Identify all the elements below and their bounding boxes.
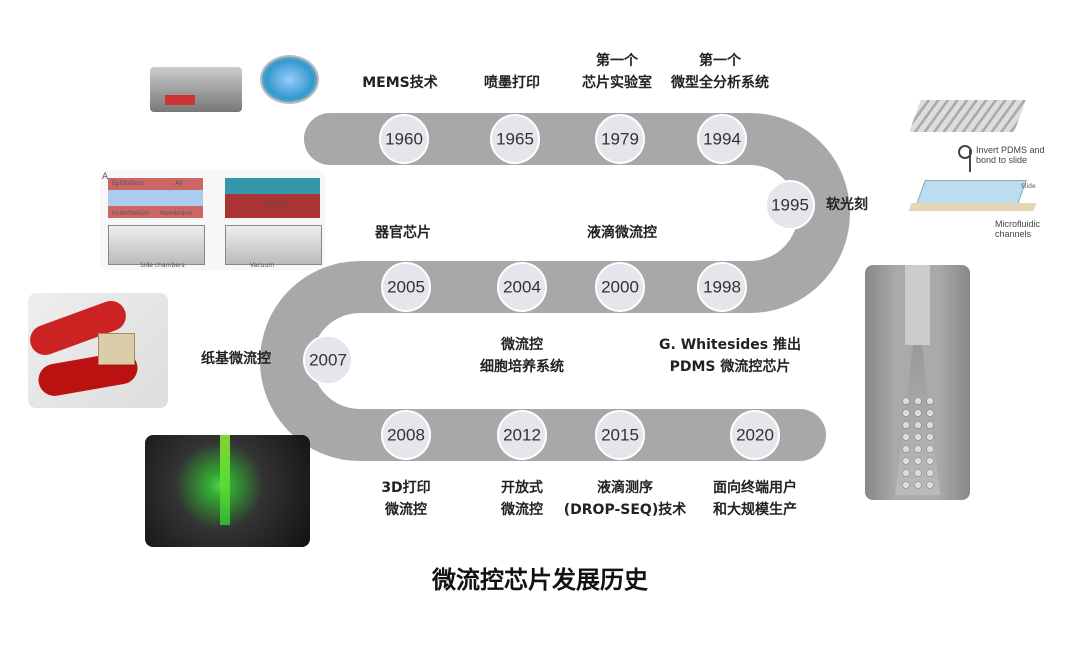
milestone-label-1965: 喷墨打印 bbox=[484, 75, 540, 91]
image-label: Vacuum bbox=[250, 262, 275, 269]
image-label: Slide bbox=[1021, 183, 1036, 190]
milestone-node-2007: 2007 bbox=[303, 335, 353, 385]
year-label: 2000 bbox=[601, 278, 639, 297]
milestone-node-1979: 1979 bbox=[595, 114, 645, 164]
image-label: Invert PDMS and bond to slide bbox=[976, 145, 1045, 165]
year-circle bbox=[497, 410, 547, 460]
year-label: 2012 bbox=[503, 426, 541, 445]
year-circle bbox=[379, 114, 429, 164]
year-label: 1965 bbox=[496, 130, 534, 149]
year-label: 2005 bbox=[387, 278, 425, 297]
milestone-label-2008: 3D打印微流控 bbox=[381, 480, 431, 518]
image-label: Air bbox=[175, 180, 184, 187]
paper-microfluidic-image bbox=[28, 293, 168, 408]
organ-on-chip-image: A Epithelium Air Endothelium Membrane St… bbox=[100, 170, 325, 270]
year-label: 2015 bbox=[601, 426, 639, 445]
milestone-label-2005: 器官芯片 bbox=[375, 225, 431, 241]
year-label: 1998 bbox=[703, 278, 741, 297]
year-circle bbox=[765, 180, 815, 230]
milestone-label-2007: 纸基微流控 bbox=[201, 351, 271, 367]
year-circle bbox=[730, 410, 780, 460]
milestone-node-2015: 2015 bbox=[595, 410, 645, 460]
image-label: Microfluidic channels bbox=[995, 219, 1041, 239]
year-circle bbox=[303, 335, 353, 385]
milestone-label-2012: 开放式微流控 bbox=[501, 480, 543, 518]
droplet-channel-image bbox=[865, 265, 970, 500]
image-label: Epithelium bbox=[112, 180, 145, 187]
year-circle bbox=[595, 410, 645, 460]
milestone-node-2000: 2000 bbox=[595, 262, 645, 312]
milestone-label-1979: 第一个芯片实验室 bbox=[582, 53, 652, 91]
inkjet-printer-image bbox=[150, 55, 320, 120]
milestone-node-2005: 2005 bbox=[381, 262, 431, 312]
year-circle bbox=[381, 262, 431, 312]
milestone-label-2004: 微流控细胞培养系统 bbox=[480, 337, 564, 375]
image-label: Stretch bbox=[265, 200, 287, 207]
milestone-label-1995: 软光刻 bbox=[826, 197, 868, 213]
milestone-node-2020: 2020 bbox=[730, 410, 780, 460]
year-label: 1979 bbox=[601, 130, 639, 149]
year-circle bbox=[490, 114, 540, 164]
milestone-label-1960: MEMS技术 bbox=[362, 75, 438, 91]
year-circle bbox=[697, 262, 747, 312]
year-label: 2008 bbox=[387, 426, 425, 445]
milestone-label-2015: 液滴测序(DROP-SEQ)技术 bbox=[563, 480, 687, 518]
image-label: Endothelium bbox=[112, 210, 150, 217]
year-label: 1995 bbox=[771, 196, 809, 215]
milestone-node-1998: 1998 bbox=[697, 262, 747, 312]
milestone-node-2008: 2008 bbox=[381, 410, 431, 460]
timeline-road bbox=[260, 113, 850, 461]
milestone-node-2012: 2012 bbox=[497, 410, 547, 460]
year-label: 2007 bbox=[309, 351, 347, 370]
year-circle bbox=[595, 262, 645, 312]
year-label: 2020 bbox=[736, 426, 774, 445]
year-label: 1994 bbox=[703, 130, 741, 149]
year-circle bbox=[697, 114, 747, 164]
year-circle bbox=[595, 114, 645, 164]
image-label: Membrane bbox=[160, 210, 193, 217]
year-label: 2004 bbox=[503, 278, 541, 297]
milestone-node-1965: 1965 bbox=[490, 114, 540, 164]
milestone-node-2004: 2004 bbox=[497, 262, 547, 312]
diagram-title: 微流控芯片发展历史 bbox=[432, 566, 648, 594]
year-label: 1960 bbox=[385, 130, 423, 149]
milestone-label-2020: 面向终端用户和大规模生产 bbox=[713, 480, 797, 518]
pdms-bonding-image: Invert PDMS and bond to slide Slide Micr… bbox=[900, 95, 1050, 245]
milestone-label-2000: 液滴微流控 bbox=[587, 225, 657, 241]
year-circle bbox=[381, 410, 431, 460]
panel-label: A bbox=[102, 172, 109, 182]
milestone-label-1994: 第一个微型全分析系统 bbox=[671, 53, 769, 91]
milestone-node-1995: 1995 bbox=[765, 180, 815, 230]
year-circle bbox=[497, 262, 547, 312]
3d-printing-image bbox=[145, 435, 310, 547]
milestone-node-1994: 1994 bbox=[697, 114, 747, 164]
image-label: Side chambers bbox=[140, 262, 185, 269]
milestone-node-1960: 1960 bbox=[379, 114, 429, 164]
